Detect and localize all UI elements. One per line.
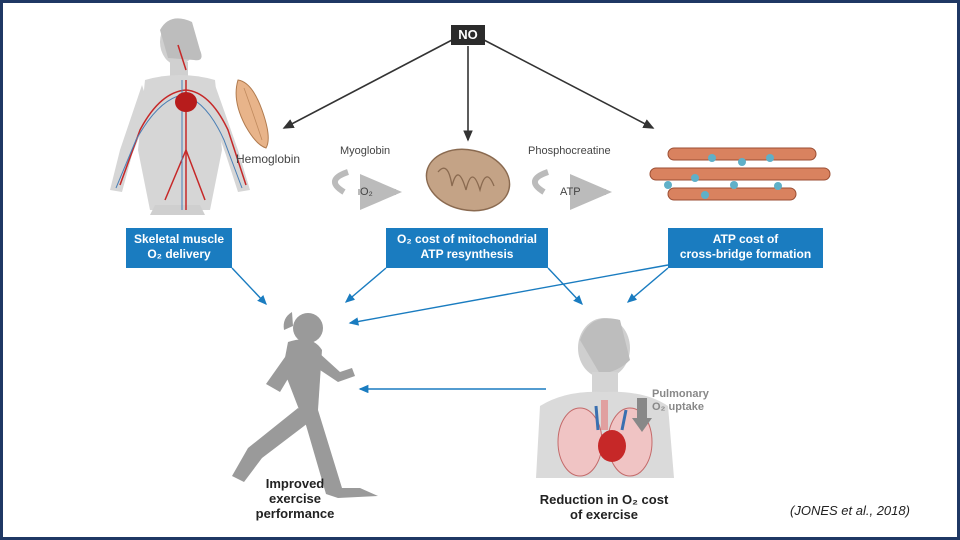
performance-line-3: performance — [255, 506, 335, 521]
cycle-icon-atp — [532, 169, 612, 210]
atp-box-line-1: ATP cost of — [712, 232, 779, 246]
arrow-no-to-delivery — [282, 39, 453, 129]
reduction-line-1: Reduction in O₂ cost — [539, 492, 669, 507]
myoglobin-label: Myoglobin — [340, 145, 391, 157]
mitochondrial-cost-box: O₂ cost of mitochondrial ATP resynthesis — [386, 228, 548, 268]
mito-box-line-1: O₂ cost of mitochondrial — [396, 232, 537, 246]
no-arrows — [282, 39, 655, 142]
phosphocreatine-label: Phosphocreatine — [528, 145, 611, 157]
mito-box-line-2: ATP resynthesis — [420, 247, 514, 261]
circulation-figure — [110, 18, 250, 215]
atp-box-line-2: cross-bridge formation — [679, 247, 812, 261]
no-label: NO — [451, 25, 485, 45]
skeletal-muscle-delivery-box: Skeletal muscle O₂ delivery — [126, 228, 232, 268]
crossbridge-cost-box: ATP cost of cross-bridge formation — [668, 228, 823, 268]
cycle-icon-o2 — [332, 169, 402, 210]
atp-label: ATP — [560, 186, 581, 198]
lungs-figure — [536, 318, 674, 478]
reduction-caption: Reduction in O₂ cost of exercise — [526, 492, 682, 522]
myofilament-icon — [649, 147, 831, 201]
mitochondrion-icon — [425, 148, 511, 212]
reduction-line-2: of exercise — [570, 507, 638, 522]
runner-silhouette — [232, 312, 378, 498]
skeletal-box-line-2: O₂ delivery — [147, 247, 211, 261]
muscle-icon — [235, 79, 269, 149]
o2-label: O₂ — [360, 186, 373, 198]
heart-icon — [175, 92, 197, 112]
performance-line-1: Improved — [265, 476, 325, 491]
performance-line-2: exercise — [268, 491, 322, 506]
improved-performance-caption: Improved exercise performance — [240, 476, 350, 521]
pulmonary-line-2: O₂ uptake — [652, 401, 704, 413]
uptake-arrow-icon — [632, 418, 652, 432]
hemoglobin-label: Hemoglobin — [236, 152, 301, 166]
citation: (JONES et al., 2018) — [790, 503, 910, 518]
pulmonary-line-1: Pulmonary — [652, 388, 709, 400]
pulmonary-label: Pulmonary O₂ uptake — [652, 388, 709, 414]
effect-arrows — [231, 264, 669, 394]
skeletal-box-line-1: Skeletal muscle — [133, 232, 225, 246]
heart-icon — [598, 430, 626, 462]
arrow-no-to-crossbridge — [483, 39, 655, 129]
